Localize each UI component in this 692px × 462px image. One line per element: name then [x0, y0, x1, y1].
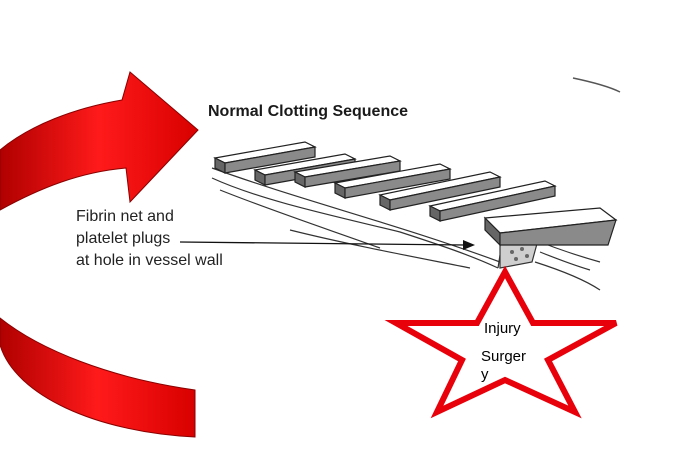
fibrin-caption: Fibrin net and platelet plugs at hole in… — [76, 206, 223, 272]
star-label-surgery-part-2: y — [481, 366, 489, 383]
clotting-steps — [213, 141, 618, 247]
step-6 — [428, 180, 557, 222]
star-label-surgery-part-1: Surger — [481, 348, 527, 365]
decorative-stroke — [572, 77, 621, 93]
step-4 — [333, 163, 452, 199]
star-label-injury: Injury — [484, 320, 521, 337]
pointer-arrow — [179, 240, 475, 250]
step-7 — [483, 207, 618, 247]
caption-line-3: at hole in vessel wall — [76, 252, 223, 269]
star-icon — [384, 265, 618, 419]
step-1 — [213, 141, 317, 174]
diagram-title: Normal Clotting Sequence — [208, 103, 409, 120]
step-5 — [378, 171, 502, 211]
curved-arrow-icon — [0, 71, 199, 438]
caption-line-2: platelet plugs — [76, 230, 171, 247]
caption-line-1: Fibrin net and — [76, 208, 174, 225]
step-3 — [293, 155, 402, 188]
